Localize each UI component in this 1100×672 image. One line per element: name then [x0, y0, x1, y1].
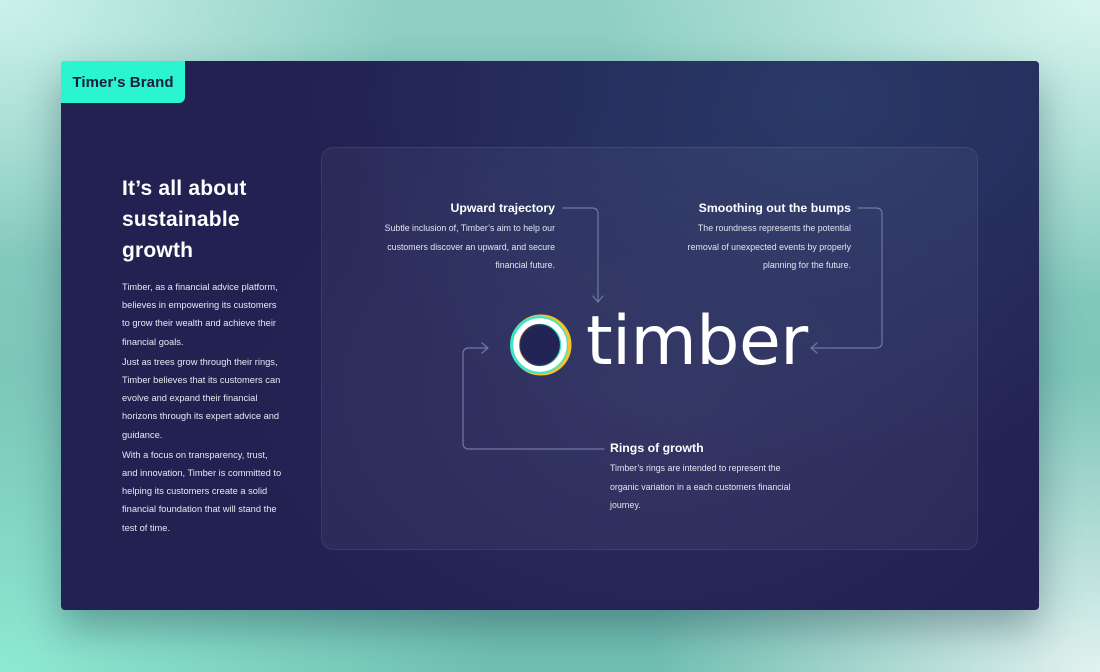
note-rings-of-growth: Rings of growth Timber’s rings are inten… — [610, 440, 800, 515]
note-title: Upward trajectory — [450, 201, 555, 215]
ring-logo-icon — [510, 314, 572, 376]
note-body: Subtle inclusion of, Timber’s aim to hel… — [384, 223, 555, 270]
brand-slide: Timer's Brand It’s all about sustainable… — [61, 61, 1039, 610]
note-title: Smoothing out the bumps — [698, 201, 851, 215]
note-body: Timber’s rings are intended to represent… — [610, 463, 791, 510]
intro-section: It’s all about sustainable growth Timber… — [122, 173, 282, 539]
intro-paragraph: Timber, as a financial advice platform, … — [122, 282, 278, 347]
brand-tag: Timer's Brand — [61, 61, 185, 103]
intro-paragraph: With a focus on transparency, trust, and… — [122, 449, 282, 533]
intro-paragraph: Just as trees grow through their rings, … — [122, 356, 281, 440]
note-upward-trajectory: Upward trajectory Subtle inclusion of, T… — [381, 200, 555, 275]
logo-wordmark: timber — [586, 302, 808, 381]
note-smoothing-bumps: Smoothing out the bumps The roundness re… — [675, 200, 851, 275]
brand-tag-label: Timer's Brand — [72, 73, 174, 91]
intro-heading: It’s all about sustainable growth — [122, 177, 247, 262]
note-title: Rings of growth — [610, 441, 704, 455]
note-body: The roundness represents the potential r… — [687, 223, 851, 270]
timber-logo: timber — [508, 302, 808, 381]
